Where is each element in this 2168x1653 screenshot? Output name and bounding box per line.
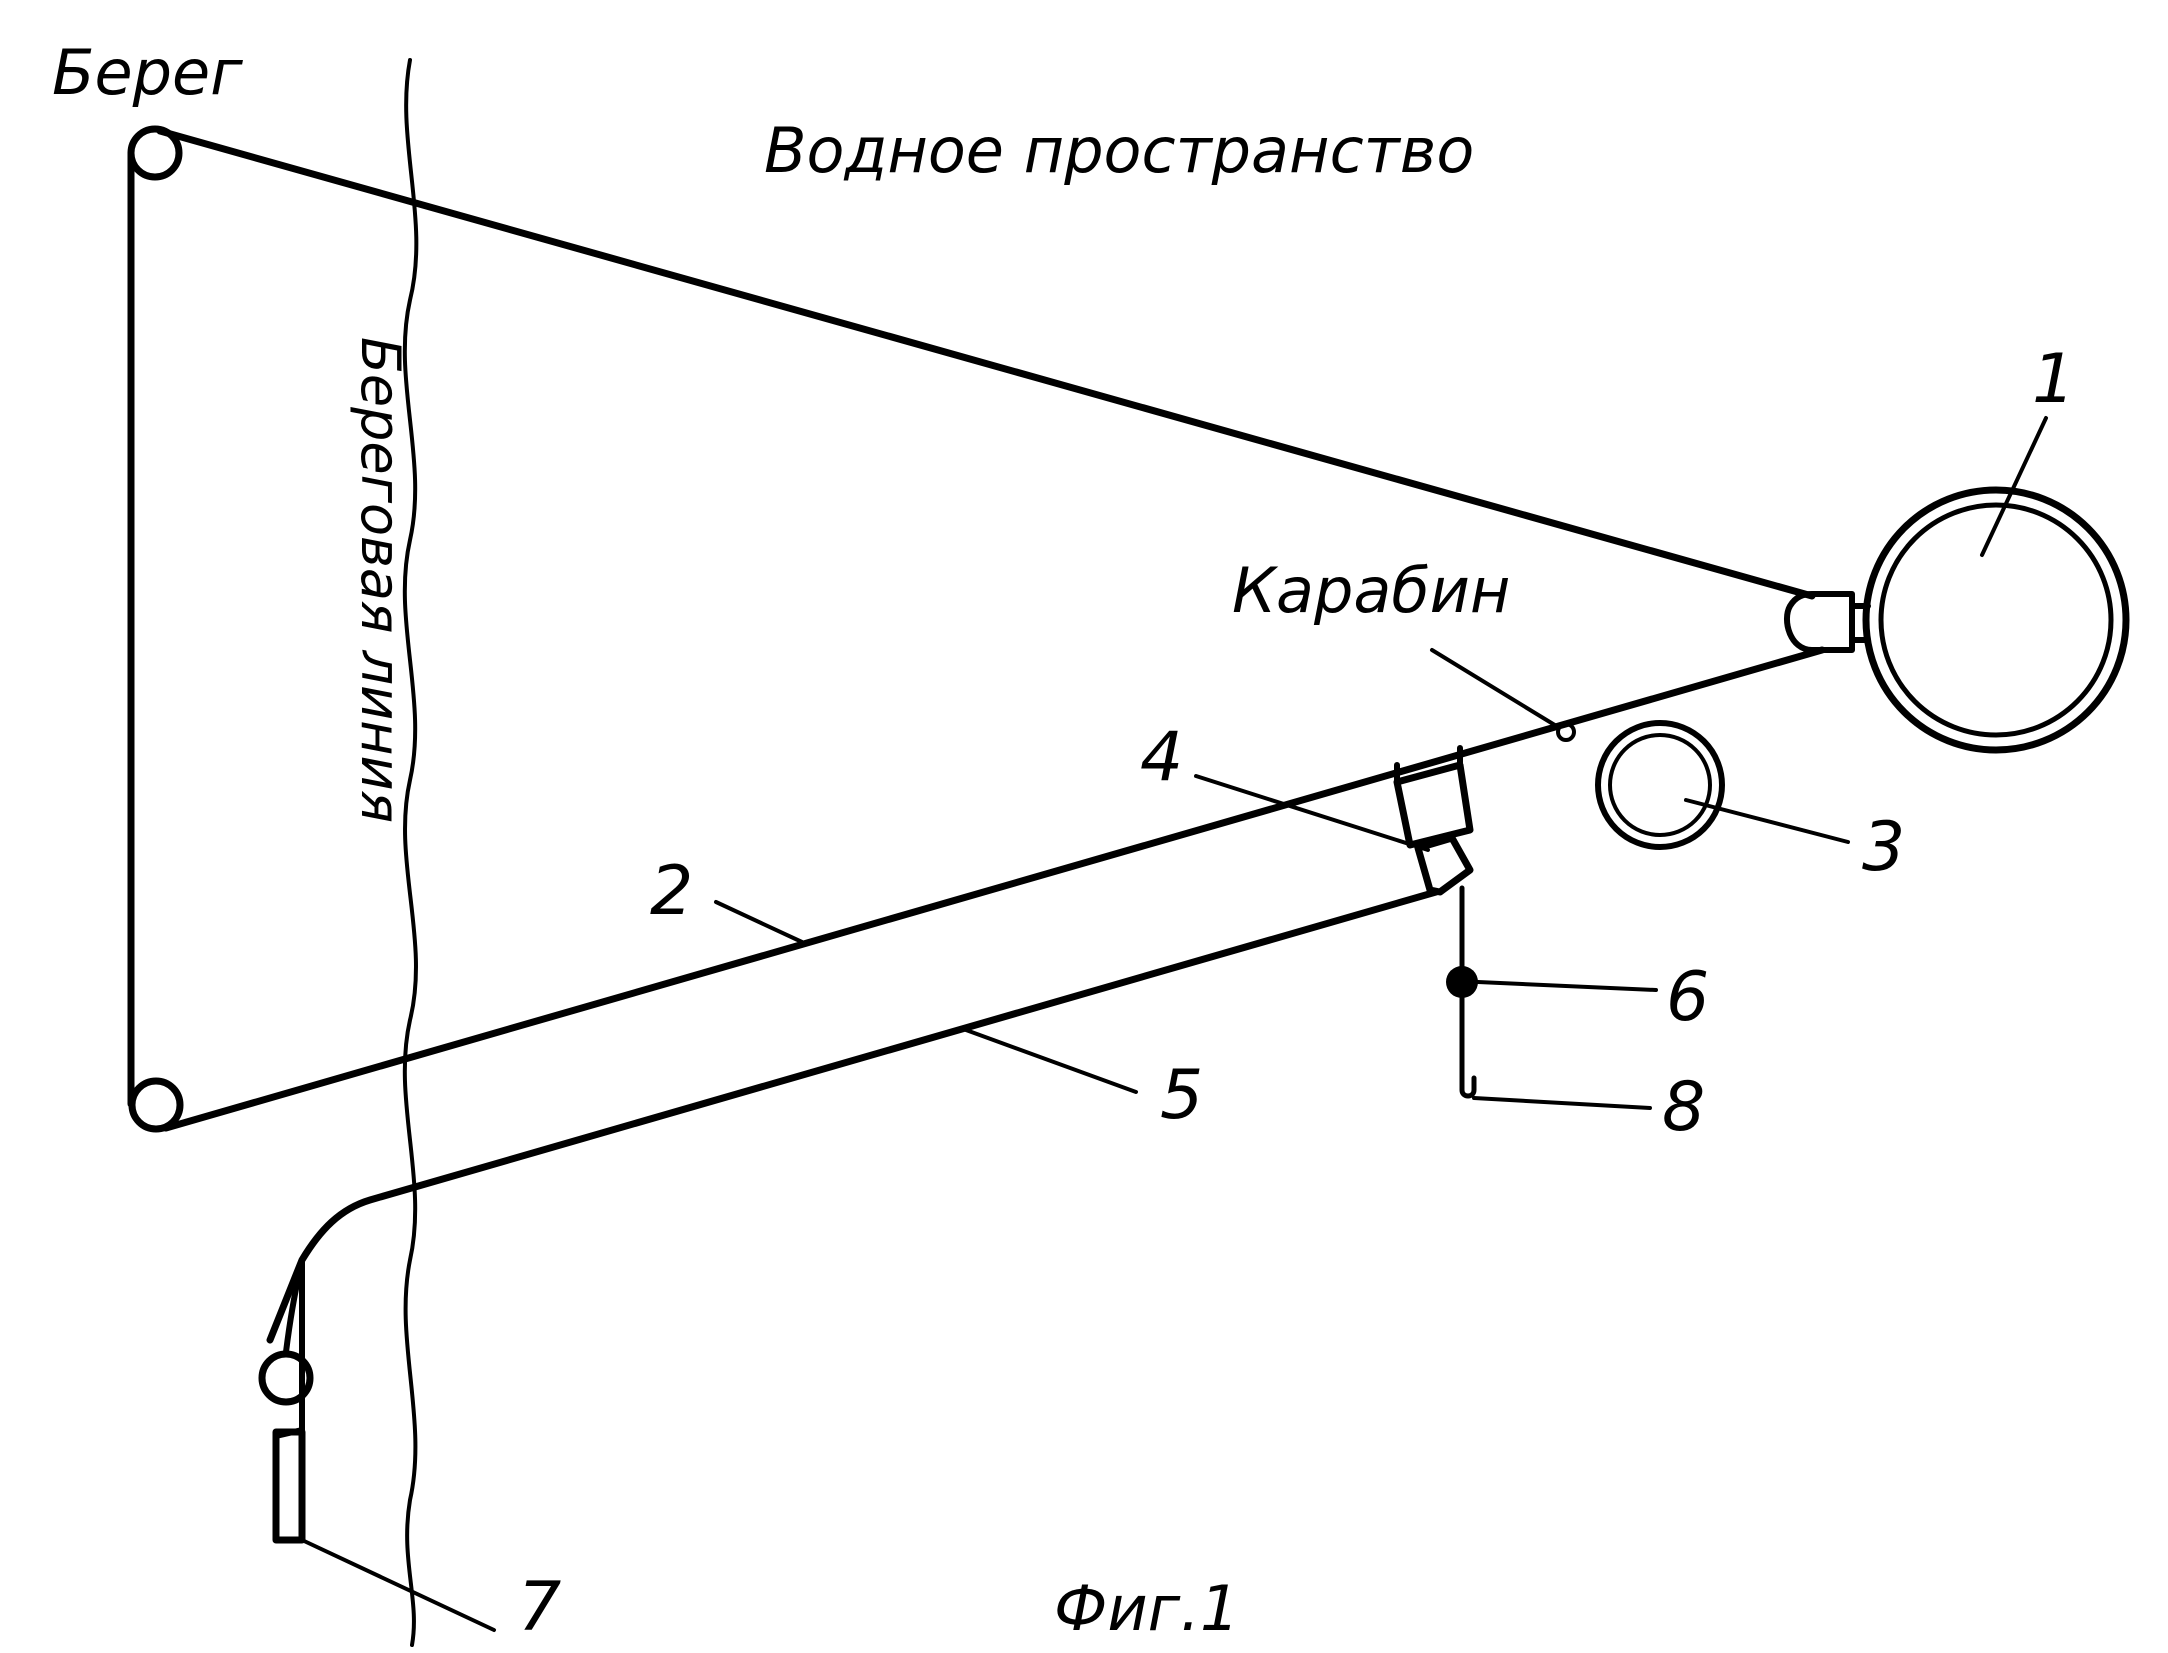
reel-box <box>272 1428 306 1544</box>
leader-8 <box>1472 1096 1652 1110</box>
cable-2 <box>162 646 1826 1132</box>
reel-box-cap <box>273 1427 305 1439</box>
line-5 <box>266 888 1440 1344</box>
float-1-inner <box>1878 502 2114 738</box>
carabiner-label: Карабин <box>1232 554 1510 627</box>
callout-2: 2 <box>650 852 693 931</box>
callout-6: 6 <box>1666 958 1709 1037</box>
leader-5 <box>964 1028 1138 1094</box>
reel-pulley <box>258 1350 314 1406</box>
device-4-box <box>1393 761 1474 849</box>
carabiner-ring <box>1556 722 1576 742</box>
shore-label: Берег <box>52 36 243 109</box>
shoreline-label: Береговая линия <box>349 337 412 823</box>
float-3-outer <box>1595 720 1725 850</box>
lower-shore-pulley <box>128 1077 184 1133</box>
leader-3 <box>1684 798 1850 844</box>
callout-8: 8 <box>1662 1068 1705 1147</box>
water-space-label: Водное пространство <box>764 114 1474 187</box>
callout-1: 1 <box>2032 340 2075 419</box>
leader-6 <box>1476 980 1658 992</box>
carabiner-leader <box>1430 648 1560 729</box>
leader-2 <box>714 900 804 944</box>
leader-7 <box>300 1538 496 1632</box>
leader-1 <box>1980 416 2048 557</box>
hook-8 <box>1459 1075 1477 1099</box>
callout-7: 7 <box>518 1568 561 1647</box>
float-bracket <box>1784 591 1855 653</box>
sinker-6 <box>1446 966 1478 998</box>
device-4-clamp <box>1414 834 1474 896</box>
float-3-inner <box>1608 733 1712 837</box>
float-1-outer <box>1862 486 2130 754</box>
callout-3: 3 <box>1862 808 1905 887</box>
callout-4: 4 <box>1140 718 1183 797</box>
shoreline-line <box>402 58 419 1647</box>
callout-5: 5 <box>1160 1056 1203 1135</box>
figure-caption: Фиг.1 <box>1054 1572 1239 1645</box>
upper-cable <box>156 127 1816 600</box>
leader-4 <box>1194 774 1430 852</box>
